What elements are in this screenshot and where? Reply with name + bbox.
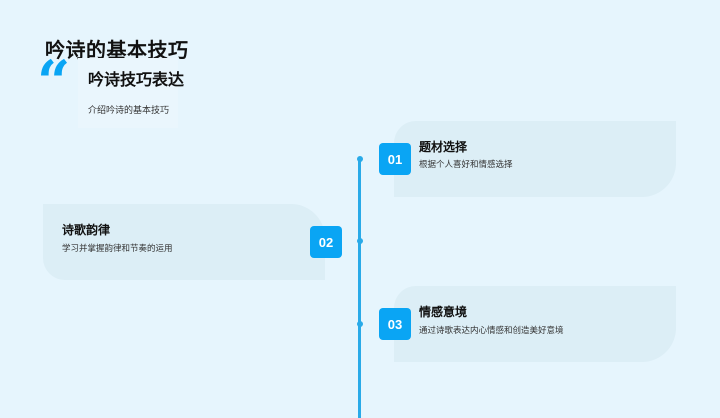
step-badge-1: 01 bbox=[379, 143, 411, 175]
card-desc-1: 根据个人喜好和情感选择 bbox=[419, 160, 513, 170]
timeline-dot-3 bbox=[356, 321, 363, 327]
card-title-1: 题材选择 bbox=[419, 140, 468, 154]
step-badge-3: 03 bbox=[379, 308, 411, 340]
timeline-card-1 bbox=[394, 121, 676, 197]
step-badge-2: 02 bbox=[310, 226, 342, 258]
description: 介绍吟诗的基本技巧 bbox=[88, 106, 170, 116]
card-title-2: 诗歌韵律 bbox=[62, 223, 111, 237]
timeline-dot-2 bbox=[356, 238, 363, 244]
subtitle: 吟诗技巧表达 bbox=[88, 70, 185, 89]
card-desc-2: 学习并掌握韵律和节奏的运用 bbox=[62, 244, 173, 254]
quote-panel bbox=[78, 58, 178, 128]
timeline-line bbox=[358, 158, 361, 418]
card-title-3: 情感意境 bbox=[419, 305, 468, 319]
timeline-card-2 bbox=[43, 204, 325, 280]
quote-icon: “ bbox=[37, 48, 70, 116]
timeline-card-3 bbox=[394, 286, 676, 362]
card-desc-3: 通过诗歌表达内心情感和创造美好意境 bbox=[419, 326, 564, 336]
timeline-dot-1 bbox=[356, 156, 363, 162]
